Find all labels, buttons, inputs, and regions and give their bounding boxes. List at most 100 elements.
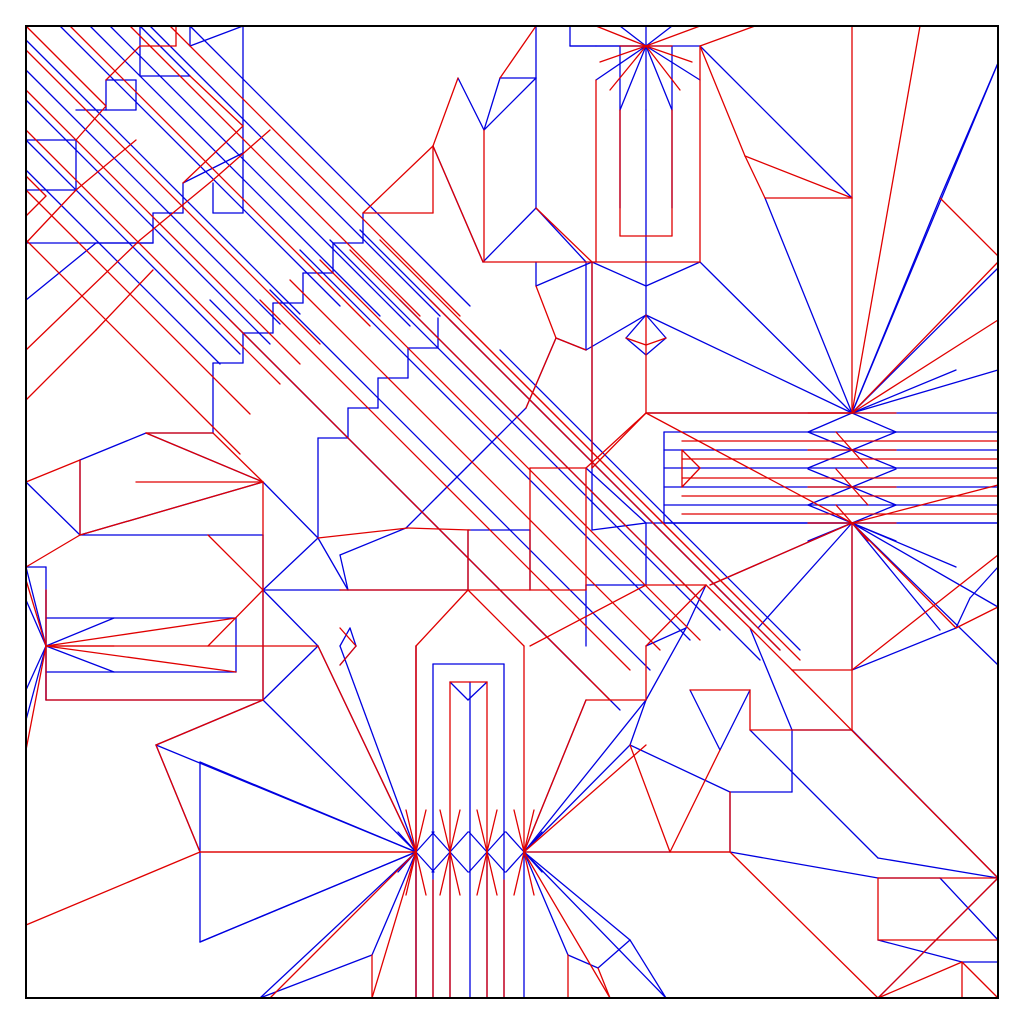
valley-fold-line: [699, 45, 853, 199]
valley-fold-line: [262, 589, 319, 647]
valley-fold-line: [486, 831, 506, 853]
mountain-fold-line: [25, 459, 81, 483]
valley-fold-line: [339, 645, 417, 853]
valley-fold-line: [415, 851, 435, 873]
valley-fold-line: [465, 437, 497, 469]
mountain-fold-line: [835, 431, 853, 451]
valley-fold-line: [189, 25, 471, 307]
mountain-fold-line: [597, 967, 611, 999]
mountain-fold-line: [513, 809, 525, 853]
valley-fold-line: [939, 62, 999, 199]
valley-fold-line: [629, 939, 667, 999]
mountain-fold-line: [432, 145, 484, 263]
mountain-fold-line: [289, 279, 661, 651]
mountain-fold-line: [705, 584, 751, 629]
valley-fold-line: [757, 522, 853, 629]
valley-fold-line: [595, 45, 647, 81]
valley-fold-line: [339, 554, 349, 591]
mountain-fold-line: [625, 337, 647, 346]
valley-fold-line: [349, 627, 357, 647]
mountain-fold-line: [535, 207, 593, 263]
mountain-fold-line: [744, 155, 853, 199]
mountain-fold-line: [595, 25, 647, 47]
valley-fold-line: [109, 25, 411, 327]
valley-fold-line: [535, 207, 587, 263]
mountain-fold-line: [207, 534, 264, 591]
mountain-fold-line: [645, 25, 701, 47]
mountain-fold-line: [961, 961, 999, 999]
mountain-fold-line: [499, 25, 537, 79]
mountain-fold-line: [523, 699, 587, 853]
valley-fold-line: [25, 99, 271, 345]
mountain-fold-line: [939, 197, 999, 257]
mountain-fold-line: [212, 129, 271, 181]
mountain-fold-line: [362, 145, 434, 214]
mountain-fold-line: [645, 45, 681, 91]
mountain-fold-line: [669, 749, 721, 853]
valley-fold-line: [495, 407, 527, 439]
mountain-fold-line: [469, 329, 801, 661]
mountain-fold-line: [25, 175, 47, 197]
valley-fold-line: [25, 645, 47, 721]
mountain-fold-line: [25, 239, 141, 351]
mountain-fold-line: [523, 851, 535, 896]
mountain-fold-line: [609, 45, 647, 91]
valley-fold-line: [25, 169, 221, 365]
valley-fold-line: [449, 851, 469, 873]
valley-fold-line: [969, 566, 999, 599]
valley-fold-line: [505, 831, 525, 853]
valley-fold-line: [685, 584, 707, 629]
mountain-fold-line: [877, 961, 963, 999]
valley-fold-line: [523, 851, 569, 956]
mountain-fold-line: [851, 554, 999, 671]
mountain-fold-line: [319, 259, 701, 641]
valley-fold-line: [371, 851, 417, 956]
valley-fold-line: [689, 689, 721, 751]
mountain-fold-line: [269, 851, 417, 999]
valley-fold-line: [262, 537, 319, 591]
mountain-fold-line: [407, 527, 471, 531]
valley-fold-line: [505, 851, 525, 873]
valley-fold-line: [259, 954, 373, 999]
valley-fold-line: [467, 681, 488, 701]
valley-fold-line: [79, 432, 147, 461]
valley-fold-line: [645, 627, 687, 647]
valley-fold-line: [415, 831, 435, 853]
valley-fold-line: [299, 249, 691, 641]
mountain-fold-line: [709, 522, 853, 586]
valley-fold-line: [449, 831, 469, 853]
mountain-fold-line: [699, 45, 746, 157]
mountain-fold-line: [229, 319, 611, 701]
mountain-fold-line: [25, 239, 241, 455]
mountain-fold-line: [69, 25, 371, 327]
valley-fold-line: [499, 349, 801, 651]
mountain-fold-line: [25, 89, 301, 365]
valley-fold-line: [431, 851, 451, 873]
valley-fold-line: [483, 77, 537, 131]
mountain-fold-line: [681, 449, 701, 469]
mountain-fold-line: [523, 851, 611, 999]
valley-fold-line: [851, 627, 957, 671]
valley-fold-line: [625, 337, 647, 356]
mountain-fold-line: [877, 877, 999, 999]
valley-fold-line: [699, 261, 853, 414]
mountain-fold-line: [129, 25, 421, 317]
mountain-fold-line: [155, 744, 201, 853]
mountain-fold-line: [645, 584, 707, 647]
mountain-fold-line: [429, 299, 781, 651]
mountain-fold-line: [555, 337, 587, 351]
valley-fold-line: [877, 857, 999, 879]
mountain-fold-line: [25, 579, 47, 647]
valley-fold-line: [25, 599, 47, 647]
mountain-fold-line: [415, 851, 427, 896]
mountain-fold-line: [955, 606, 999, 629]
valley-fold-line: [955, 597, 971, 629]
valley-fold-line: [25, 481, 81, 536]
mountain-fold-line: [851, 319, 999, 414]
valley-fold-line: [597, 939, 631, 969]
mountain-fold-line: [415, 809, 427, 853]
valley-fold-line: [25, 39, 301, 315]
valley-fold-line: [629, 699, 647, 746]
valley-fold-line: [523, 699, 647, 853]
